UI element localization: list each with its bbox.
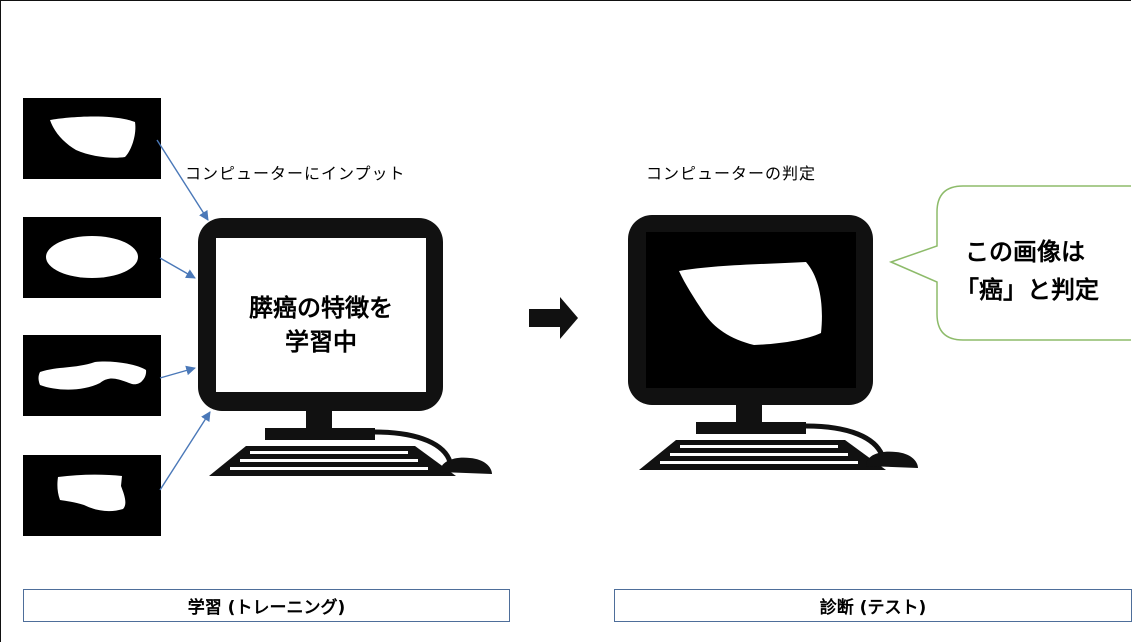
training-caption: 学習 (トレーニング) [23, 589, 510, 622]
process-arrow-icon [529, 297, 578, 339]
input-image-2 [23, 217, 161, 298]
monitor-text-line-1: 膵癌の特徴を [249, 294, 393, 322]
bubble-text-line-2: 「癌」と判定 [955, 276, 1099, 304]
speech-bubble-icon [888, 185, 1131, 341]
input-image-1 [23, 98, 161, 179]
input-arrow-1 [156, 139, 209, 221]
test-caption: 診断 (テスト) [614, 589, 1132, 622]
computer-icon-right [628, 215, 918, 470]
input-arrow-2 [159, 257, 196, 279]
monitor-text-line-2: 学習中 [285, 328, 357, 356]
input-image-4 [23, 455, 161, 536]
bubble-text-line-1: この画像は [965, 238, 1085, 266]
input-arrow-3 [159, 365, 196, 379]
computer-icon-left [198, 218, 492, 476]
judge-label: コンピューターの判定 [646, 164, 817, 183]
input-image-3 [23, 335, 161, 416]
input-label: コンピューターにインプット [185, 164, 406, 183]
input-arrow-4 [159, 411, 211, 491]
